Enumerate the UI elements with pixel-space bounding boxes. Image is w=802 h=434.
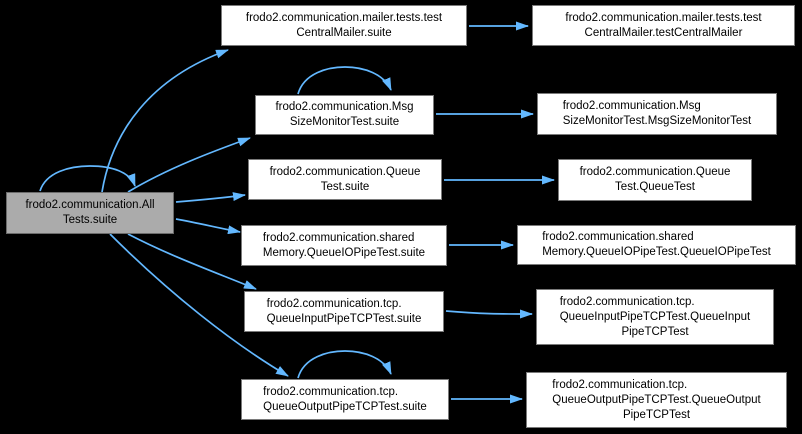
edge-msg-suite-self-loop <box>297 66 392 95</box>
node-label-line: PipeTCPTest <box>621 325 689 338</box>
node-label-line: Test.QueueTest <box>615 181 695 193</box>
node-label-line: frodo2.communication.tcp. <box>559 295 695 308</box>
node-label-line: QueueInputPipeTCPTest.suite <box>266 312 422 325</box>
node-label-line: Memory.QueueIOPipeTest.QueueIOPipeTest <box>542 246 771 258</box>
node-label-line: frodo2.communication.mailer.tests.test <box>245 11 443 24</box>
node-label-line: frodo2.communication.shared <box>542 231 694 243</box>
node-label-line: SizeMonitorTest.MsgSizeMonitorTest <box>562 115 752 127</box>
node-label-line: frodo2.communication.mailer.tests.test <box>565 11 762 24</box>
node-label-line: QueueOutputPipeTCPTest.QueueOutput <box>552 393 761 406</box>
node-label-line: SizeMonitorTest.suite <box>289 116 400 128</box>
edge-tcpout-suite-self-loop <box>297 350 392 379</box>
node-label-line: Memory.QueueIOPipeTest.suite <box>262 246 426 259</box>
node-mailer-suite[interactable]: frodo2.communication.mailer.tests.test C… <box>221 5 467 46</box>
edge-alltests-to-queue-suite <box>175 192 246 203</box>
node-label-line: QueueInputPipeTCPTest.QueueInput <box>559 310 751 323</box>
node-tcpout-test[interactable]: frodo2.communication.tcp. QueueOutputPip… <box>526 372 787 428</box>
edge-alltests-self-loop <box>39 165 136 192</box>
node-label-line: frodo2.communication.Queue <box>579 166 731 178</box>
node-label-line: frodo2.communication.All <box>25 199 155 211</box>
edge-alltests-to-mailer-suite <box>101 49 229 193</box>
node-alltests-suite[interactable]: frodo2.communication.All Tests.suite <box>6 192 174 234</box>
node-queue-suite[interactable]: frodo2.communication.Queue Test.suite <box>248 159 442 200</box>
edge-tcpin-suite-to-tcpin-test <box>445 309 533 319</box>
edge-alltests-to-tcpout-suite <box>109 233 289 377</box>
node-label-line: QueueOutputPipeTCPTest.suite <box>263 400 427 413</box>
node-label-line: frodo2.communication.tcp. <box>552 378 688 391</box>
edge-alltests-to-msg-suite <box>127 137 251 193</box>
node-msg-suite[interactable]: frodo2.communication.Msg SizeMonitorTest… <box>255 95 434 135</box>
node-label-line: CentralMailer.testCentralMailer <box>584 26 743 39</box>
node-label-line: frodo2.communication.Queue <box>269 165 421 178</box>
edge-alltests-to-tcpin-suite <box>127 233 257 290</box>
node-tcpin-test[interactable]: frodo2.communication.tcp. QueueInputPipe… <box>536 289 774 345</box>
node-label-line: frodo2.communication.Msg <box>275 101 414 113</box>
node-label-line: Tests.suite <box>62 214 118 226</box>
node-shared-test[interactable]: frodo2.communication.shared Memory.Queue… <box>517 225 796 265</box>
node-label-line: frodo2.communication.tcp. <box>266 297 402 310</box>
node-label-line: CentralMailer.suite <box>296 26 392 39</box>
node-label-line: frodo2.communication.Msg <box>562 100 701 112</box>
node-label-line: frodo2.communication.tcp. <box>263 385 399 398</box>
edge-alltests-to-shared-suite <box>175 218 241 235</box>
node-tcpin-suite[interactable]: frodo2.communication.tcp. QueueInputPipe… <box>244 291 444 332</box>
node-tcpout-suite[interactable]: frodo2.communication.tcp. QueueOutputPip… <box>241 379 449 420</box>
node-shared-suite[interactable]: frodo2.communication.shared Memory.Queue… <box>241 225 447 266</box>
node-label-line: frodo2.communication.shared <box>262 231 415 244</box>
node-label-line: Test.suite <box>320 180 370 193</box>
node-queue-test[interactable]: frodo2.communication.Queue Test.QueueTes… <box>558 159 752 201</box>
node-msg-test[interactable]: frodo2.communication.Msg SizeMonitorTest… <box>537 93 777 135</box>
node-label-line: PipeTCPTest <box>622 408 691 421</box>
node-mailer-test[interactable]: frodo2.communication.mailer.tests.test C… <box>532 5 795 46</box>
